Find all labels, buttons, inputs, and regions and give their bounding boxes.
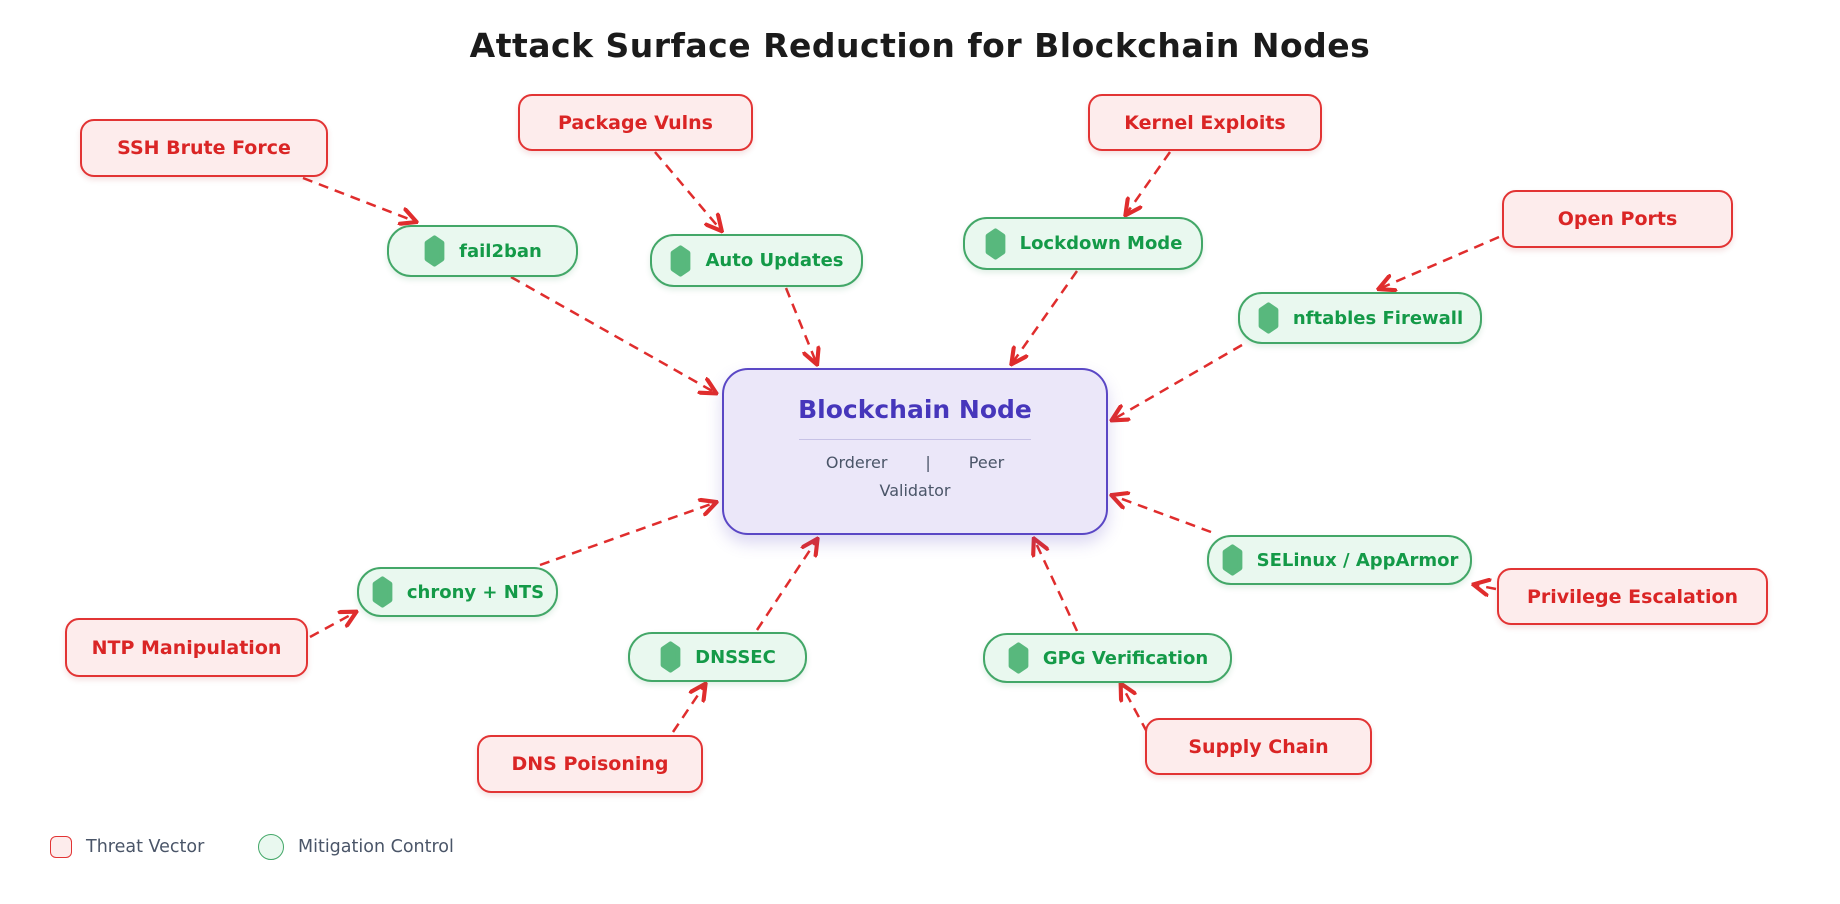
mitigation-node-chrony-nts: chrony + NTS [357,567,558,617]
mitigation-label: Auto Updates [705,250,844,271]
mitigation-node-auto-updates: Auto Updates [650,234,863,287]
center-node-blockchain-node: Blockchain Node Orderer | Peer Validator [722,368,1108,535]
legend-threat-vector: Threat Vector [50,836,204,858]
edge-chrony-nts-to-blockchain-node [539,503,714,567]
mitigation-label: GPG Verification [1042,647,1209,669]
threat-node-kernel-exploits: Kernel Exploits [1088,94,1322,151]
mitigation-node-nftables-firewall: nftables Firewall [1238,292,1482,344]
threat-label: Package Vulns [558,111,713,134]
edge-package-vulns-to-auto-updates [654,151,720,229]
edge-lockdown-mode-to-blockchain-node [1013,270,1079,362]
edge-nftables-firewall-to-blockchain-node [1114,343,1243,419]
edge-supply-chain-to-gpg-verification [1122,686,1149,733]
role-separator: | [925,453,931,472]
legend-mitigation-control: Mitigation Control [258,834,454,860]
mitigation-label: fail2ban [459,240,542,262]
edge-kernel-exploits-to-lockdown-mode [1127,151,1172,213]
shield-icon [985,227,1005,260]
center-node-roles: Orderer | Peer [724,453,1106,472]
shield-icon [372,576,393,608]
role-orderer: Orderer [825,453,888,472]
center-node-title: Blockchain Node [798,395,1032,424]
edge-auto-updates-to-blockchain-node [784,287,816,362]
mitigation-label: nftables Firewall [1292,307,1464,329]
edge-selinux-apparmor-to-blockchain-node [1114,496,1212,534]
edge-ntp-manipulation-to-chrony-nts [309,613,354,639]
threat-node-package-vulns: Package Vulns [518,94,753,151]
threat-label: SSH Brute Force [117,137,291,159]
shield-icon [1008,642,1029,674]
threat-node-dns-poisoning: DNS Poisoning [477,735,703,793]
mitigation-node-dnssec: DNSSEC [628,632,807,682]
threat-node-privilege-escalation: Privilege Escalation [1497,568,1768,625]
shield-icon [424,235,445,267]
edge-dns-poisoning-to-dnssec [671,686,704,733]
center-node-divider [799,439,1031,440]
edge-ssh-brute-force-to-fail2ban [302,176,414,221]
mitigation-label: DNSSEC [695,646,776,668]
mitigation-node-gpg-verification: GPG Verification [983,633,1232,683]
legend-label: Threat Vector [86,837,205,857]
edge-gpg-verification-to-blockchain-node [1035,541,1079,632]
edge-open-ports-to-nftables-firewall [1381,235,1500,288]
threat-label: Kernel Exploits [1124,111,1286,134]
threat-label: Supply Chain [1188,735,1329,758]
mitigation-label: SELinux / AppArmor [1256,549,1459,571]
mitigation-node-lockdown-mode: Lockdown Mode [963,217,1203,270]
threat-label: NTP Manipulation [91,636,282,659]
mitigation-label: chrony + NTS [406,581,545,603]
threat-node-ntp-manipulation: NTP Manipulation [65,618,308,677]
shield-icon [1258,302,1279,334]
threat-node-ssh-brute-force: SSH Brute Force [80,119,328,177]
legend-label: Mitigation Control [298,837,454,857]
mitigation-swatch-icon [258,834,284,860]
shield-icon [671,244,691,277]
threat-label: Open Ports [1557,208,1678,230]
role-peer: Peer [968,453,1005,472]
edge-privilege-escalation-to-selinux-apparmor [1476,585,1497,589]
shield-icon [660,641,681,673]
edge-fail2ban-to-blockchain-node [510,275,714,392]
threat-swatch-icon [50,836,72,858]
role-validator: Validator [879,481,951,500]
mitigation-node-selinux-apparmor: SELinux / AppArmor [1207,535,1472,585]
threat-label: Privilege Escalation [1526,585,1739,608]
shield-icon [1222,544,1242,576]
mitigation-label: Lockdown Mode [1019,233,1183,254]
diagram-title: Attack Surface Reduction for Blockchain … [469,26,1371,65]
threat-node-supply-chain: Supply Chain [1145,718,1372,775]
edge-dnssec-to-blockchain-node [755,541,816,631]
threat-label: DNS Poisoning [511,753,669,775]
mitigation-node-fail2ban: fail2ban [387,225,578,277]
threat-node-open-ports: Open Ports [1502,190,1733,248]
